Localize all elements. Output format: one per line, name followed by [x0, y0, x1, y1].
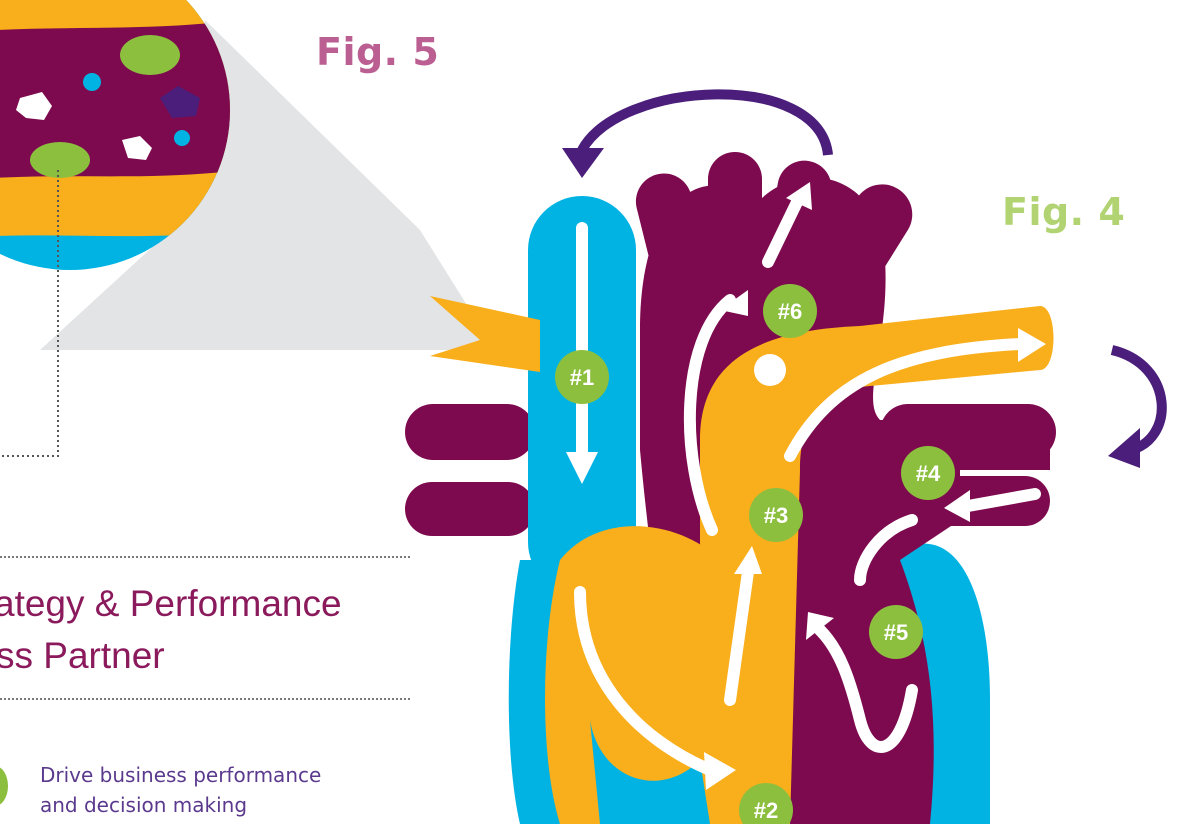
- cell-green: [120, 35, 180, 75]
- magnified-vessel: [0, 0, 230, 457]
- step-badge-6: #6: [763, 284, 817, 338]
- role-title-line-1: ategy & Performance: [0, 583, 342, 624]
- goal-text-line-2: and decision making: [40, 793, 248, 817]
- step-label: #1: [570, 365, 594, 390]
- goal-bullet-icon: [0, 766, 8, 806]
- magnifier-cone: [40, 20, 495, 350]
- curved-arrow-top: [577, 89, 833, 156]
- step-badge-1: #1: [555, 350, 609, 404]
- figure-label-4: Fig. 4: [1002, 190, 1126, 234]
- step-label: #2: [754, 798, 778, 823]
- figure-label-5: Fig. 5: [316, 30, 440, 74]
- divider-top: [0, 556, 410, 558]
- cell-green: [30, 142, 90, 178]
- step-badge-4: #4: [901, 446, 955, 500]
- step-label: #6: [778, 299, 802, 324]
- step-label: #3: [764, 503, 788, 528]
- step-label: #5: [884, 620, 908, 645]
- step-badge-3: #3: [749, 488, 803, 542]
- arrow-heads: [566, 182, 1046, 790]
- flow-arrows: [574, 194, 1041, 776]
- curved-arrow-right: [1110, 345, 1167, 455]
- divider-bottom: [0, 698, 410, 700]
- heart: #1 #2 #3 #4 #5 #6: [405, 152, 1056, 824]
- step-label: #4: [916, 461, 941, 486]
- step-badge-5: #5: [869, 605, 923, 659]
- role-title-line-2: ss Partner: [0, 635, 165, 676]
- step-badge-2: #2: [739, 783, 793, 824]
- goal-text-line-1: Drive business performance: [40, 763, 322, 787]
